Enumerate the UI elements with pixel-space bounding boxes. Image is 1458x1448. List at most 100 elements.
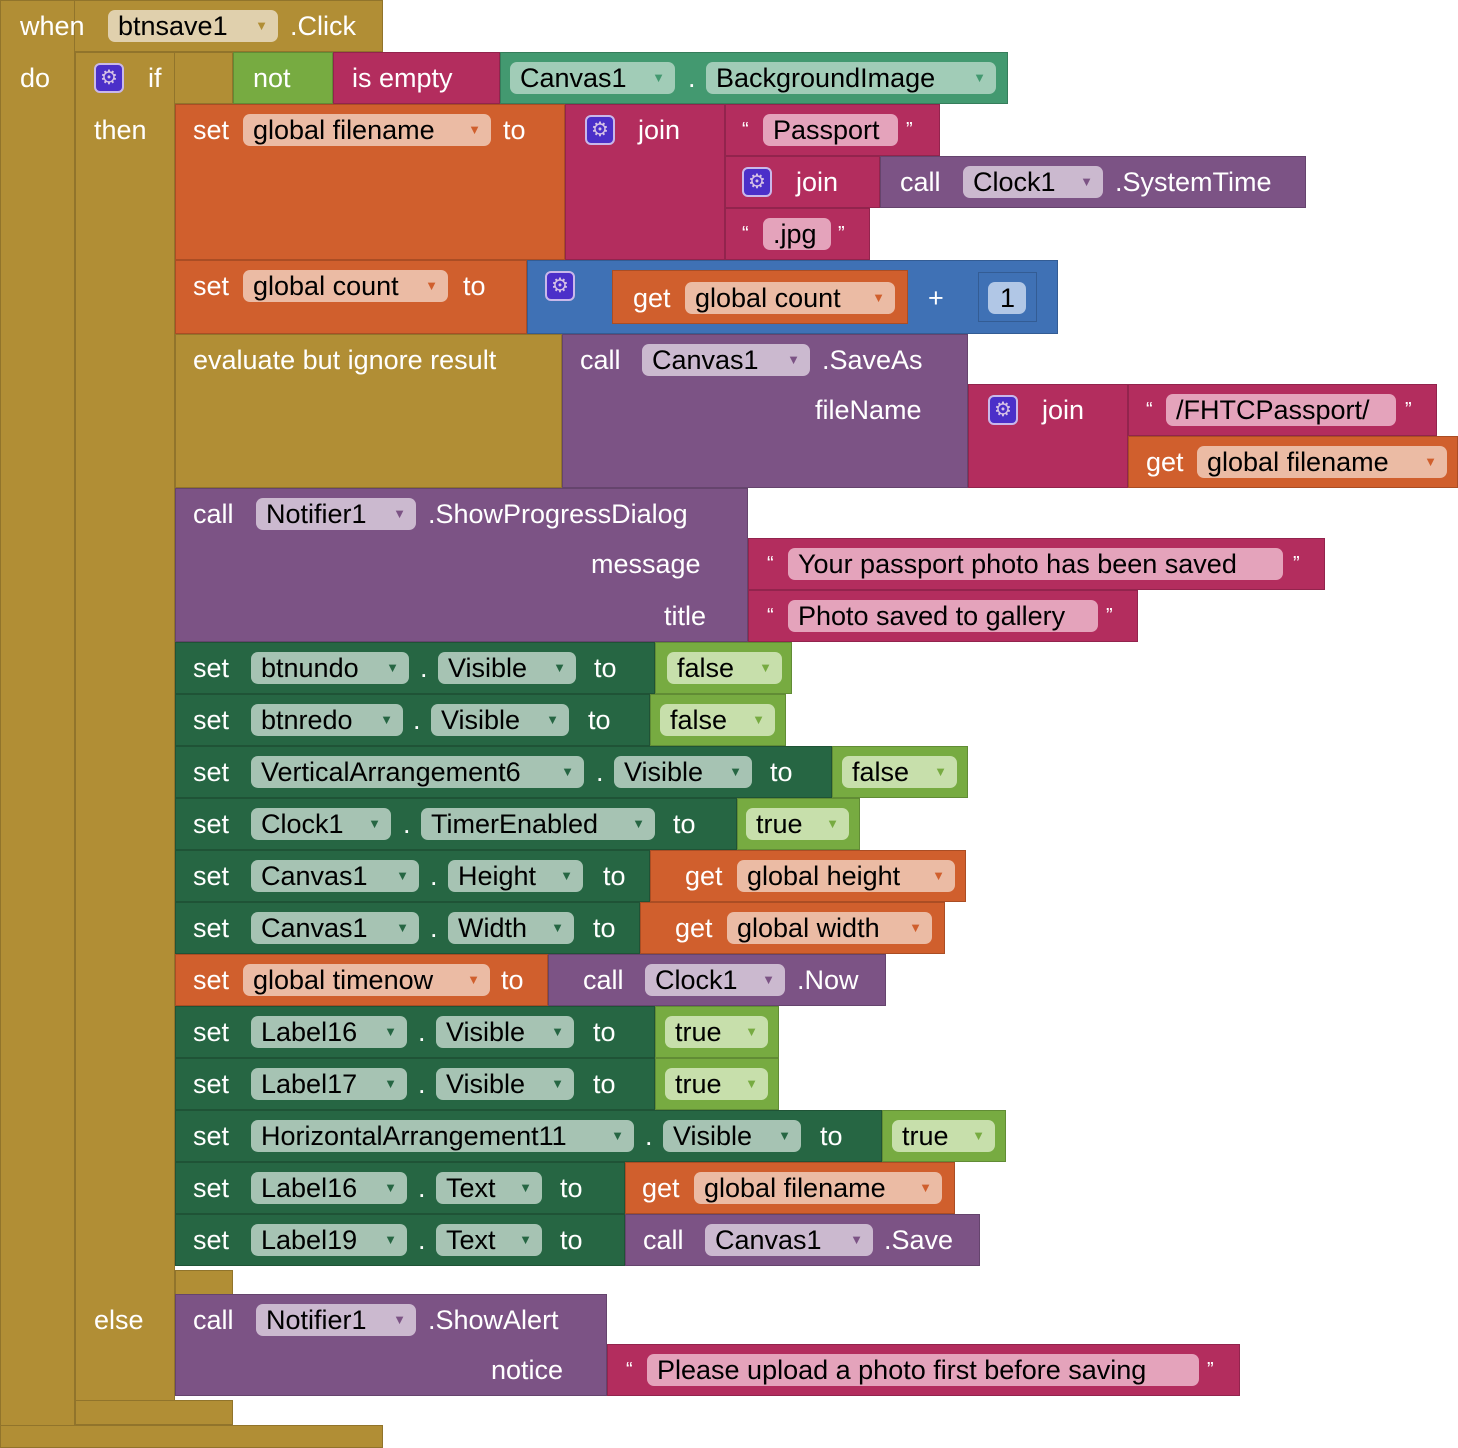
block-label: .SystemTime (1115, 167, 1272, 197)
component-dropdown[interactable]: Clock1▼ (251, 808, 391, 840)
setter-6[interactable] (175, 1006, 655, 1058)
text-field[interactable]: Please upload a photo first before savin… (647, 1354, 1199, 1386)
property-dropdown[interactable]: Visible▼ (438, 652, 576, 684)
component-dropdown[interactable]: btnsave1▼ (108, 10, 278, 42)
gear-icon[interactable]: ⚙ (585, 115, 615, 145)
block-label: to (593, 913, 616, 943)
component-dropdown[interactable]: Notifier1▼ (256, 1304, 416, 1336)
block-label: not (253, 63, 291, 93)
boolean-dropdown[interactable]: true▼ (892, 1120, 995, 1152)
event-block-body[interactable] (0, 0, 75, 1448)
property-dropdown[interactable]: Visible▼ (614, 756, 752, 788)
event-block-bottom[interactable] (0, 1425, 383, 1448)
boolean-dropdown[interactable]: true▼ (665, 1016, 768, 1048)
is-empty-block[interactable] (333, 52, 500, 104)
dropdown-arrow-icon: ▼ (872, 290, 885, 305)
gear-icon[interactable]: ⚙ (545, 271, 575, 301)
block-label: to (560, 1173, 583, 1203)
component-dropdown[interactable]: VerticalArrangement6▼ (251, 756, 584, 788)
field-value: Visible (673, 1121, 753, 1151)
component-dropdown[interactable]: HorizontalArrangement11▼ (251, 1120, 634, 1152)
block-label: to (820, 1121, 843, 1151)
property-dropdown[interactable]: Text▼ (436, 1224, 542, 1256)
gear-icon[interactable]: ⚙ (988, 395, 1018, 425)
block-label: is empty (352, 63, 453, 93)
quote-mark: “ (1146, 399, 1153, 421)
variable-dropdown[interactable]: global count▼ (685, 282, 895, 314)
block-label: get (642, 1173, 680, 1203)
property-dropdown[interactable]: TimerEnabled▼ (421, 808, 655, 840)
property-dropdown[interactable]: Visible▼ (431, 704, 569, 736)
variable-dropdown[interactable]: global timenow▼ (243, 964, 490, 996)
variable-dropdown[interactable]: global width▼ (727, 912, 932, 944)
boolean-dropdown[interactable]: true▼ (746, 808, 849, 840)
field-value: HorizontalArrangement11 (261, 1121, 567, 1151)
call-save-block[interactable] (625, 1214, 980, 1266)
block-label: set (193, 1173, 230, 1203)
not-block[interactable] (233, 52, 333, 104)
component-dropdown[interactable]: Canvas1▼ (705, 1224, 873, 1256)
evaluate-block[interactable] (175, 334, 562, 488)
dropdown-arrow-icon: ▼ (386, 660, 399, 675)
component-dropdown[interactable]: Canvas1▼ (642, 344, 810, 376)
variable-dropdown[interactable]: global filename▼ (694, 1172, 942, 1204)
dropdown-arrow-icon: ▼ (934, 764, 947, 779)
if-block-body[interactable] (75, 52, 175, 1425)
property-dropdown[interactable]: Width▼ (448, 912, 574, 944)
property-dropdown[interactable]: Visible▼ (436, 1016, 574, 1048)
boolean-dropdown[interactable]: false▼ (842, 756, 957, 788)
text-field[interactable]: Your passport photo has been saved (788, 548, 1283, 580)
boolean-dropdown[interactable]: false▼ (667, 652, 782, 684)
dropdown-arrow-icon: ▼ (393, 1312, 406, 1327)
component-dropdown[interactable]: Label17▼ (251, 1068, 407, 1100)
component-dropdown[interactable]: Label16▼ (251, 1016, 407, 1048)
text-field[interactable]: Passport (763, 114, 898, 146)
block-label: .Click (290, 11, 356, 41)
block-label: notice (491, 1355, 564, 1385)
text-field[interactable]: .jpg (763, 218, 831, 250)
field-value: Text (446, 1225, 496, 1255)
property-dropdown[interactable]: Text▼ (436, 1172, 542, 1204)
gear-icon[interactable]: ⚙ (94, 63, 124, 93)
text-field[interactable]: Photo saved to gallery (788, 600, 1098, 632)
variable-dropdown[interactable]: global height▼ (737, 860, 955, 892)
variable-dropdown[interactable]: global count▼ (243, 270, 448, 302)
property-dropdown[interactable]: Height▼ (448, 860, 583, 892)
field-value: VerticalArrangement6 (261, 757, 521, 787)
variable-dropdown[interactable]: global filename▼ (1197, 446, 1447, 478)
dropdown-arrow-icon: ▼ (745, 1076, 758, 1091)
quote-mark: ” (1106, 605, 1113, 627)
block-label: when (20, 11, 85, 41)
component-dropdown[interactable]: Label19▼ (251, 1224, 407, 1256)
field-value: 1 (1000, 283, 1016, 313)
text-field[interactable]: /FHTCPassport/ (1166, 394, 1396, 426)
component-dropdown[interactable]: Clock1▼ (645, 964, 785, 996)
if-block-bottom[interactable] (75, 1400, 233, 1425)
component-dropdown[interactable]: Canvas1▼ (251, 912, 419, 944)
component-dropdown[interactable]: Label16▼ (251, 1172, 407, 1204)
variable-dropdown[interactable]: global filename▼ (243, 114, 491, 146)
component-dropdown[interactable]: btnundo▼ (251, 652, 409, 684)
block-label: get (675, 913, 713, 943)
component-dropdown[interactable]: Canvas1▼ (251, 860, 419, 892)
boolean-dropdown[interactable]: false▼ (660, 704, 775, 736)
dropdown-arrow-icon: ▼ (384, 1180, 397, 1195)
component-dropdown[interactable]: Notifier1▼ (256, 498, 416, 530)
component-dropdown[interactable]: Clock1▼ (963, 166, 1103, 198)
gear-icon[interactable]: ⚙ (742, 167, 772, 197)
component-dropdown[interactable]: btnredo▼ (251, 704, 403, 736)
setter-0[interactable] (175, 642, 655, 694)
block-label: . (420, 653, 428, 683)
boolean-dropdown[interactable]: true▼ (665, 1068, 768, 1100)
if-else-gap[interactable] (175, 1270, 233, 1295)
text-field[interactable]: 1 (988, 282, 1026, 314)
field-value: Canvas1 (261, 861, 368, 891)
property-dropdown[interactable]: BackgroundImage▼ (706, 62, 996, 94)
dropdown-arrow-icon: ▼ (752, 712, 765, 727)
component-dropdown[interactable]: Canvas1▼ (510, 62, 675, 94)
dropdown-arrow-icon: ▼ (1424, 454, 1437, 469)
property-dropdown[interactable]: Visible▼ (663, 1120, 801, 1152)
dropdown-arrow-icon: ▼ (380, 712, 393, 727)
setter-7[interactable] (175, 1058, 655, 1110)
property-dropdown[interactable]: Visible▼ (436, 1068, 574, 1100)
